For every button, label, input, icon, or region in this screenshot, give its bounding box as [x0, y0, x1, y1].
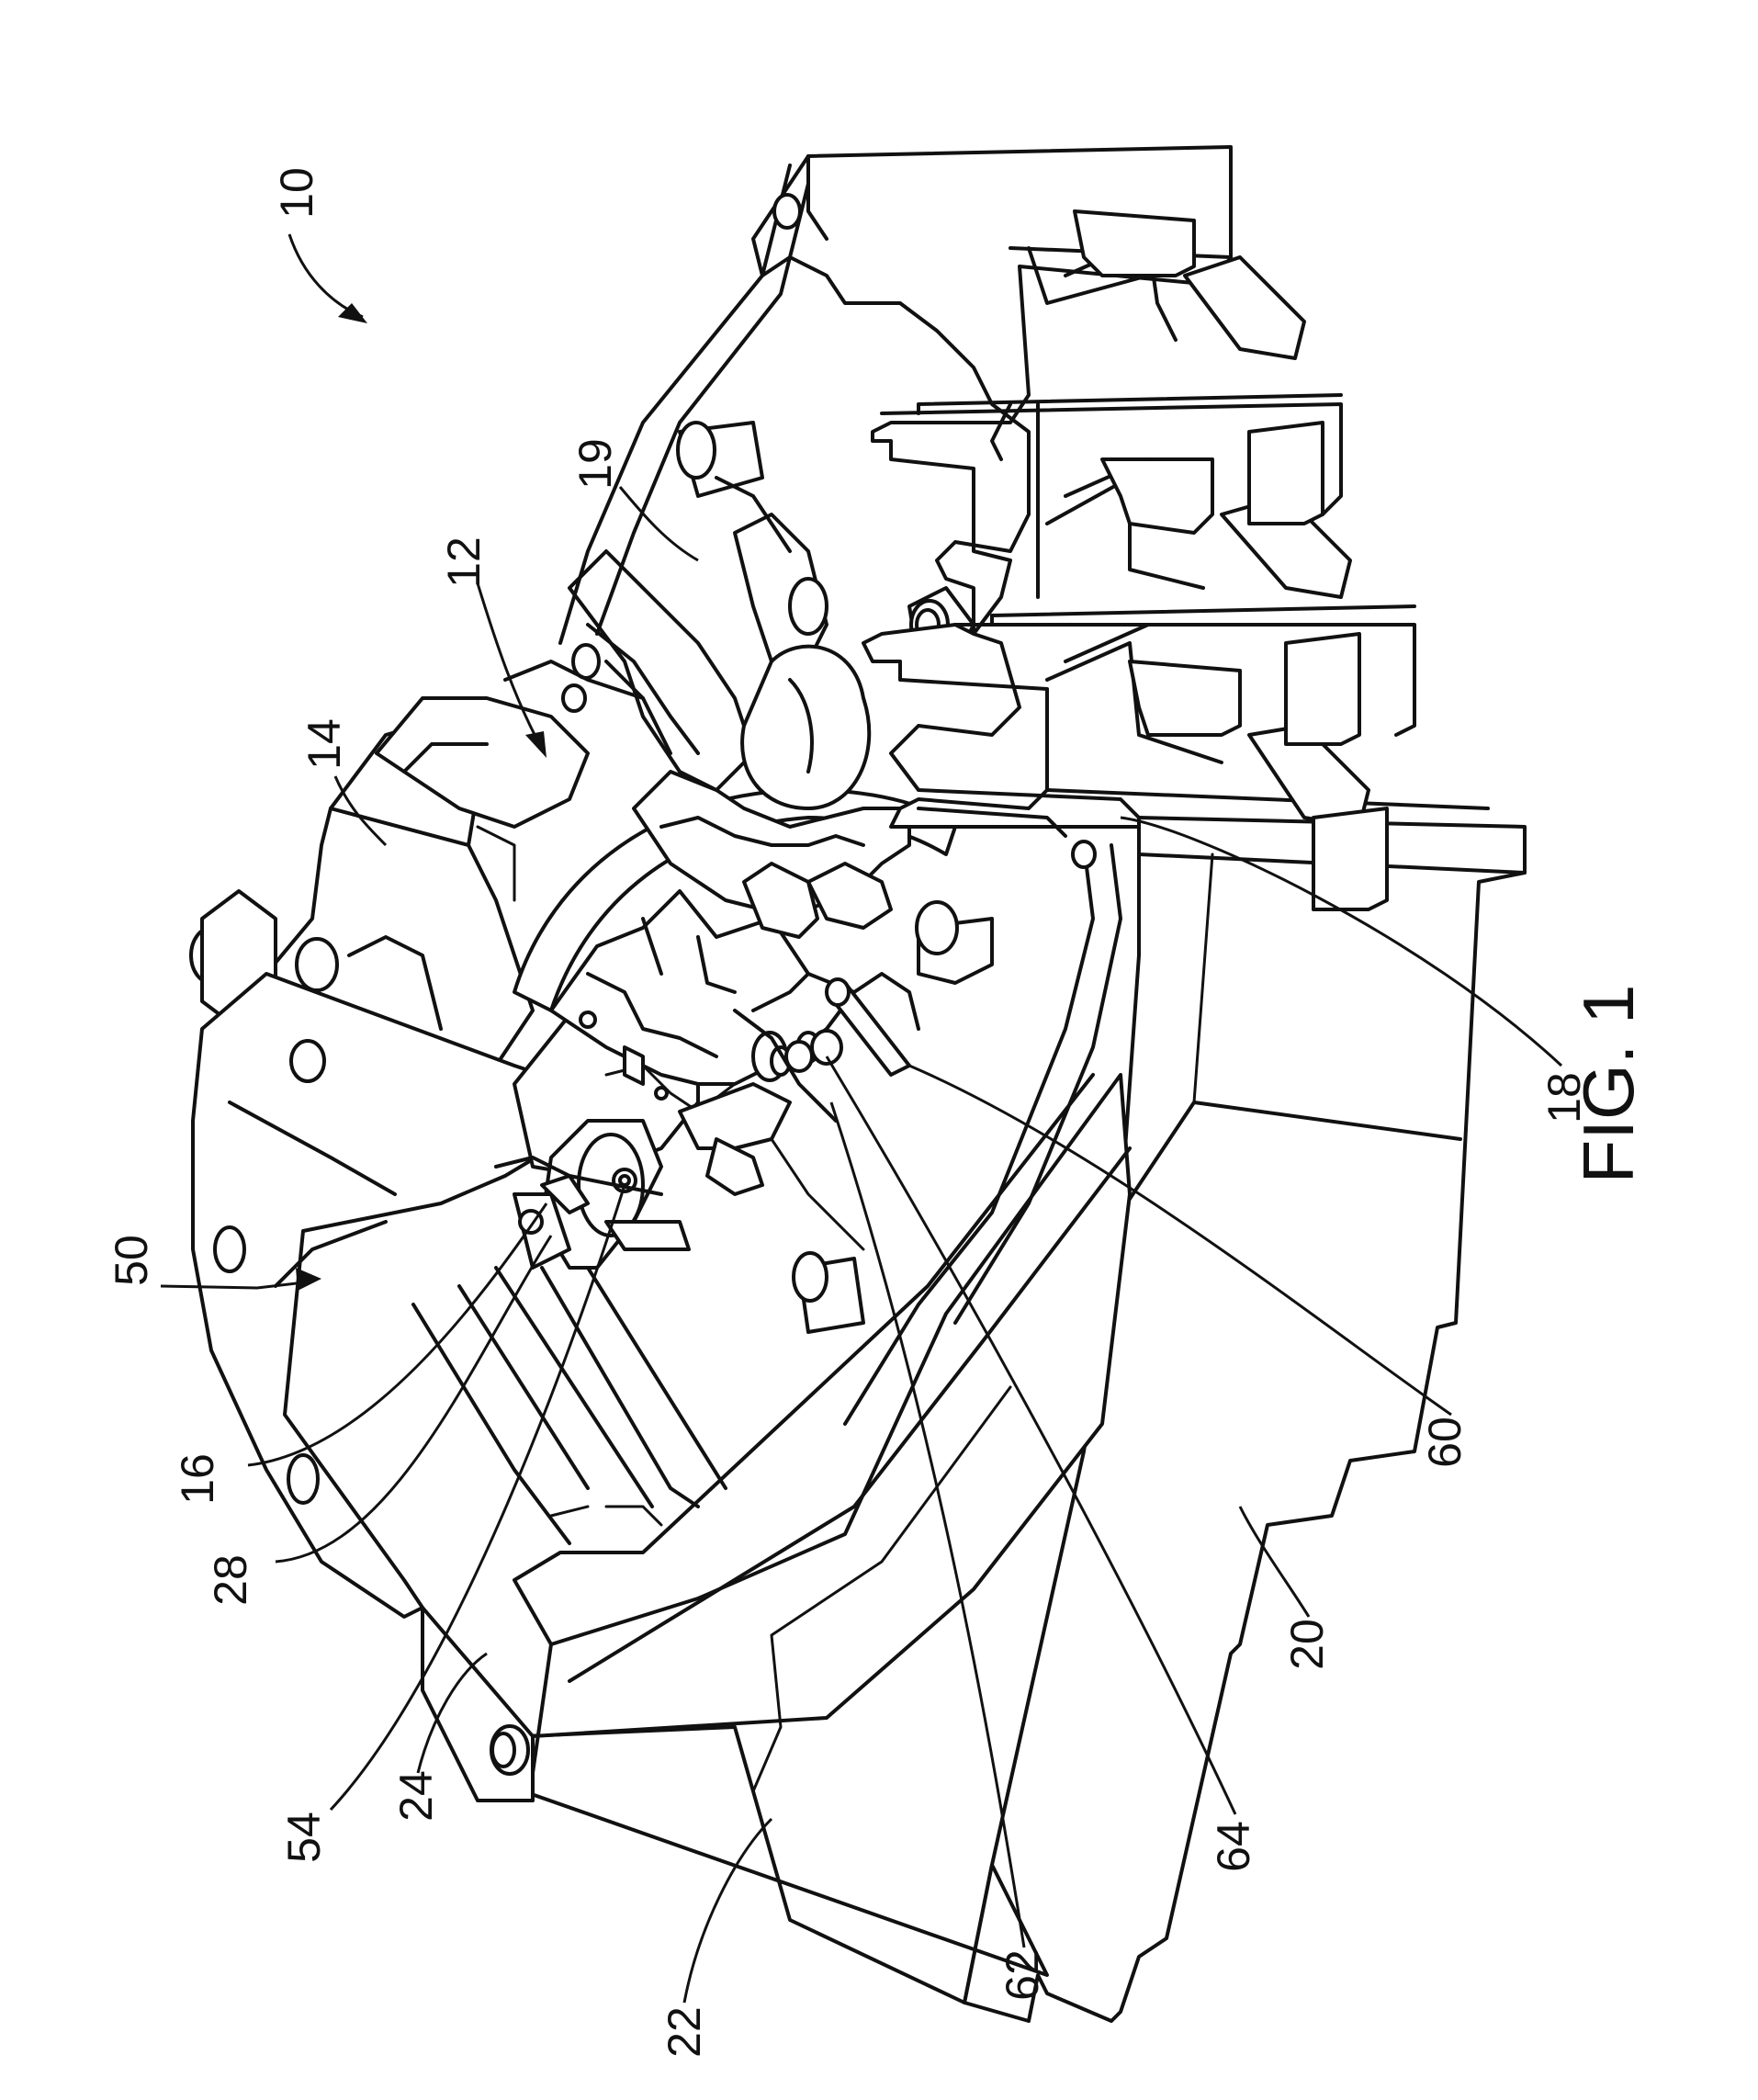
- ref-numeral-19: 19: [569, 438, 621, 490]
- ref-numeral-12: 12: [438, 536, 490, 588]
- ref-numeral-16: 16: [172, 1453, 223, 1505]
- guide-rails: [413, 1268, 726, 1543]
- circuit-breaker-drawing: [191, 147, 1525, 2021]
- figure-label: FIG. 1: [1568, 985, 1649, 1184]
- ref-numeral-64: 64: [1208, 1821, 1259, 1872]
- ref-numeral-20: 20: [1281, 1619, 1333, 1670]
- ref-numeral-24: 24: [390, 1770, 442, 1822]
- leader-50-arrowhead: [296, 1268, 321, 1291]
- ref-numeral-62: 62: [997, 1949, 1048, 2001]
- ref-numeral-60: 60: [1419, 1417, 1471, 1468]
- leader-19: [620, 487, 698, 560]
- ref-numeral-54: 54: [278, 1812, 330, 1863]
- ref-numeral-14: 14: [299, 718, 350, 770]
- ref-numeral-50: 50: [106, 1235, 157, 1286]
- ref-numeral-28: 28: [205, 1554, 256, 1606]
- ref-numeral-10: 10: [271, 167, 322, 219]
- ref-numeral-22: 22: [659, 2006, 710, 2058]
